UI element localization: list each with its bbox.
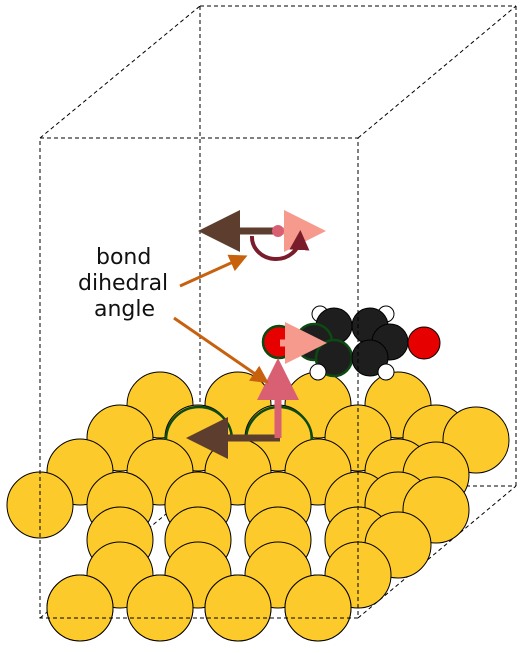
carbon-atom bbox=[351, 339, 389, 377]
annotation-label: bond dihedral angle bbox=[78, 245, 168, 322]
label-line-angle: angle bbox=[94, 297, 155, 322]
oxygen-atom bbox=[407, 326, 441, 360]
surface-vectors bbox=[186, 322, 327, 459]
gold-slab-front-row bbox=[46, 574, 352, 642]
pointer-arrows bbox=[173, 254, 269, 384]
label-line-dihedral: dihedral bbox=[78, 271, 168, 296]
label-line-bond: bond bbox=[96, 245, 151, 270]
rotation-arc-icon bbox=[249, 230, 310, 262]
hydrogen-atom bbox=[377, 363, 395, 381]
axis-origin-dot bbox=[272, 225, 284, 237]
pointer-arrow bbox=[179, 254, 248, 288]
pointer-arrow bbox=[173, 316, 269, 384]
coordinate-frame-icon bbox=[198, 210, 326, 262]
hydrogen-atom bbox=[309, 363, 327, 381]
